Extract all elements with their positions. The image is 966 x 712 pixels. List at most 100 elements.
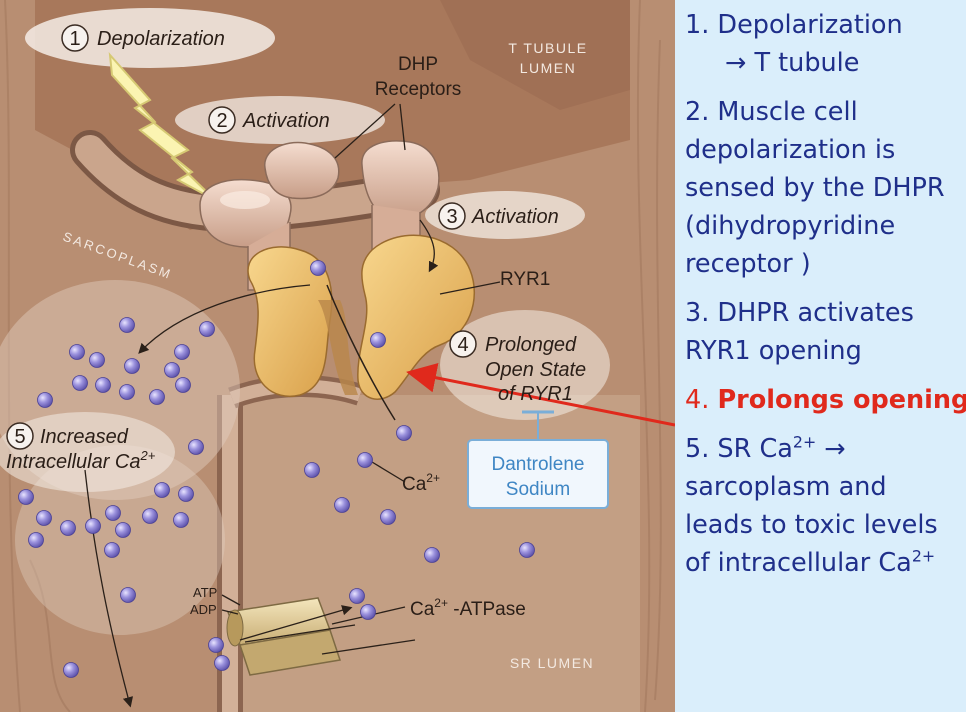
step2-line5: receptor ) <box>685 249 811 279</box>
dantrolene-line2: Sodium <box>506 479 570 500</box>
step3-number: 3 <box>446 206 457 228</box>
step1-label: Depolarization <box>97 28 225 50</box>
prolongs-opening-arrow <box>406 362 675 427</box>
step5-line4: of intracellular Ca <box>685 548 912 578</box>
calcium-ion <box>214 655 230 671</box>
adp-label: ADP <box>190 602 217 617</box>
step5-sup1: 2+ <box>792 432 817 452</box>
t-tubule-label-1: T TUBULE <box>508 40 587 56</box>
calcium-ion <box>119 384 135 400</box>
calcium-ion <box>36 510 52 526</box>
calcium-ion <box>199 321 215 337</box>
calcium-ion <box>424 547 440 563</box>
calcium-ion <box>310 260 326 276</box>
depolarization-bubble <box>25 8 275 68</box>
ca-ion-label: Ca2+ <box>402 471 440 495</box>
calcium-ion <box>334 497 350 513</box>
calcium-ion <box>69 344 85 360</box>
step-number-circles <box>6 24 477 450</box>
step2-label: Activation <box>242 110 330 132</box>
explanation-panel: 1. Depolarization → T tubule 2. Muscle c… <box>675 0 966 712</box>
step5-sup2: 2+ <box>911 546 936 566</box>
calcium-ion <box>119 317 135 333</box>
panel-step-1: 1. Depolarization → T tubule <box>685 6 966 82</box>
step4-line2: Open State <box>485 359 586 381</box>
calcium-ion <box>28 532 44 548</box>
calcium-ion <box>519 542 535 558</box>
step2-number: 2 <box>216 110 227 132</box>
step4-number-text: 4. <box>685 385 718 415</box>
dhp-label-2: Receptors <box>375 79 462 100</box>
calcium-ion <box>154 482 170 498</box>
calcium-ion <box>18 489 34 505</box>
panel-step-5: 5. SR Ca2+ → sarcoplasm and leads to tox… <box>685 430 966 582</box>
step4-line3: of RYR1 <box>498 383 573 405</box>
calcium-ion <box>89 352 105 368</box>
calcium-ion <box>178 486 194 502</box>
step5-line3: leads to toxic levels <box>685 510 938 540</box>
step3-label: Activation <box>471 206 559 228</box>
ca-atpase-label: Ca2+ -ATPase <box>410 596 526 620</box>
calcium-ion <box>164 362 180 378</box>
step2-line1: 2. Muscle cell <box>685 97 858 127</box>
depolarization-bolt-icon <box>108 52 216 201</box>
calcium-ion <box>104 542 120 558</box>
sr-lumen-label: SR LUMEN <box>510 655 594 671</box>
step5-line2: Intracellular Ca2+ <box>6 448 156 473</box>
step5-line2: sarcoplasm and <box>685 472 887 502</box>
calcium-ion <box>175 377 191 393</box>
muscle-cell-diagram: 1 Depolarization 2 Activation 3 Activati… <box>0 0 675 712</box>
dhp-receptor-left <box>199 178 292 248</box>
panel-step-3: 3. DHPR activates RYR1 opening <box>685 294 966 370</box>
step3-line2: RYR1 opening <box>685 336 862 366</box>
ca-atpase-pump <box>226 597 341 676</box>
step3-line1: 3. DHPR activates <box>685 298 914 328</box>
calcium-ion <box>349 588 365 604</box>
calcium-ion <box>63 662 79 678</box>
panel-step-2: 2. Muscle cell depolarization is sensed … <box>685 93 966 283</box>
calcium-ion <box>188 439 204 455</box>
calcium-ion <box>174 344 190 360</box>
t-tubule-label-2: LUMEN <box>520 60 577 76</box>
calcium-ion <box>72 375 88 391</box>
step2-line3: sensed by the DHPR <box>685 173 945 203</box>
step4-number: 4 <box>457 334 468 356</box>
dhp-label-1: DHP <box>398 54 438 75</box>
ryr1-channel <box>247 234 475 400</box>
step5-number: 5 <box>14 426 25 448</box>
step1-title: 1. Depolarization <box>685 10 903 40</box>
step2-line4: (dihydropyridine <box>685 211 896 241</box>
calcium-ion <box>95 377 111 393</box>
step4-line1: Prolonged <box>485 334 577 356</box>
calcium-ion <box>149 389 165 405</box>
step5-arrow: → <box>816 434 846 464</box>
calcium-ion <box>142 508 158 524</box>
calcium-ion <box>37 392 53 408</box>
pointer-lines <box>84 103 501 708</box>
calcium-ion <box>124 358 140 374</box>
muscle-fibers <box>4 0 662 712</box>
calcium-ion <box>85 518 101 534</box>
calcium-ions <box>18 260 535 678</box>
dantrolene-box <box>467 410 609 509</box>
calcium-ion <box>396 425 412 441</box>
step2-line2: depolarization is <box>685 135 896 165</box>
calcium-ion <box>173 512 189 528</box>
calcium-ion <box>105 505 121 521</box>
calcium-ion <box>208 637 224 653</box>
calcium-ion <box>380 509 396 525</box>
calcium-ion <box>304 462 320 478</box>
calcium-ion <box>357 452 373 468</box>
calcium-ion <box>120 587 136 603</box>
step5-line1: Increased <box>40 426 129 448</box>
step1-number: 1 <box>69 28 80 50</box>
calcium-ion <box>370 332 386 348</box>
step4-text: Prolongs opening <box>717 385 966 415</box>
dhp-receptor-center <box>264 141 340 200</box>
dantrolene-line1: Dantrolene <box>492 454 585 475</box>
panel-step-4: 4. Prolongs opening <box>685 381 966 419</box>
step1-detail: → T tubule <box>725 48 860 78</box>
calcium-ion <box>115 522 131 538</box>
calcium-ion <box>60 520 76 536</box>
